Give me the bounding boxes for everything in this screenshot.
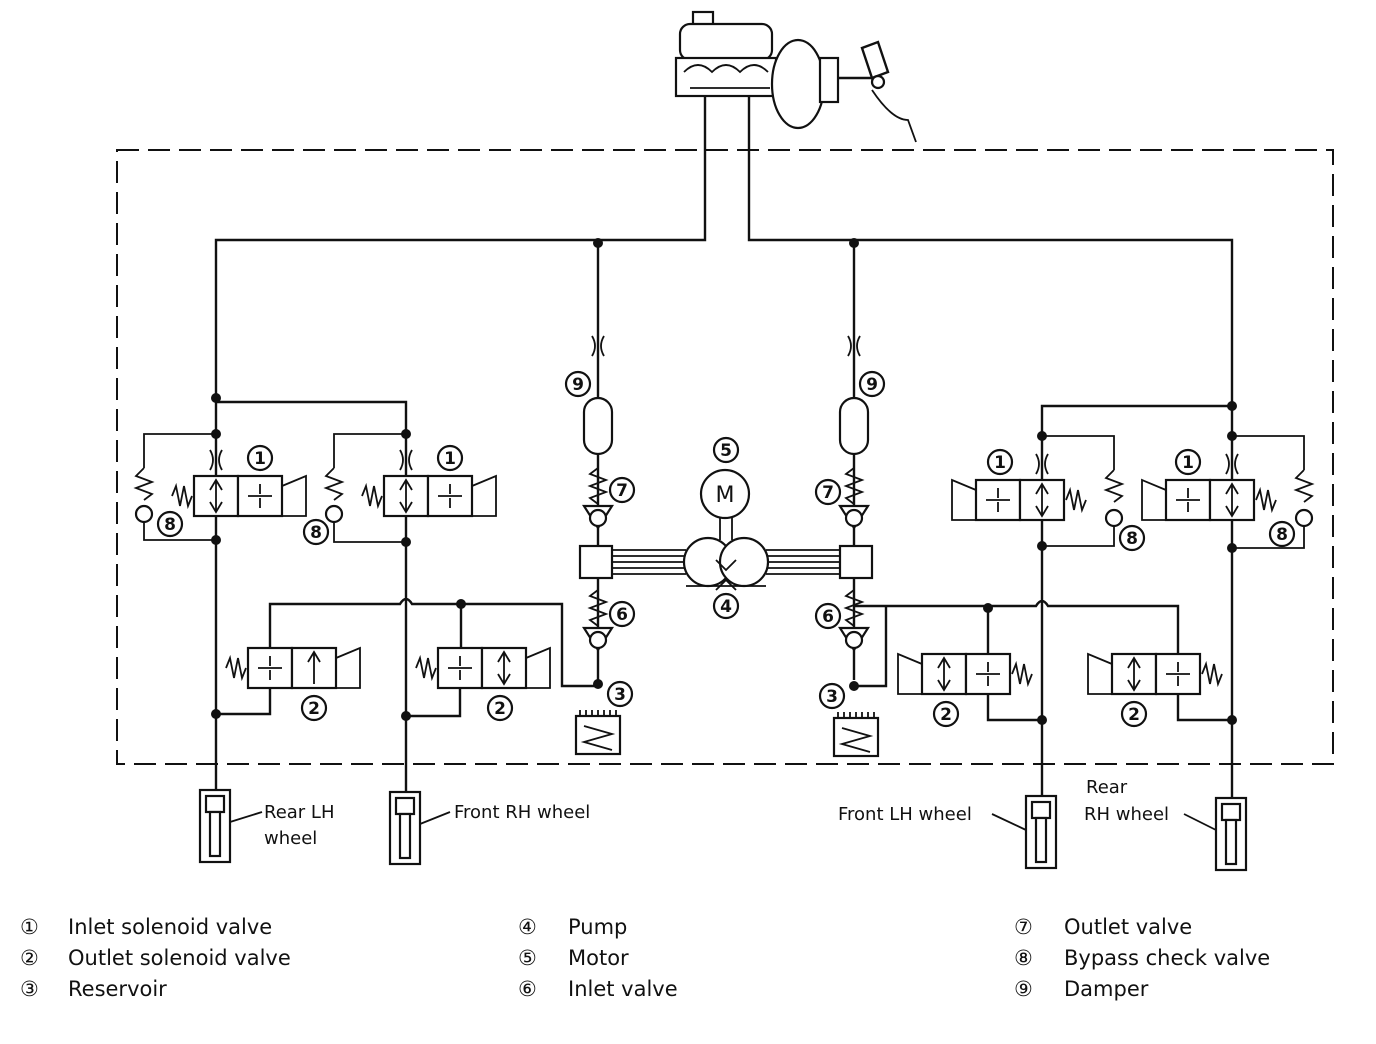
legend-text-1: Inlet solenoid valve — [68, 915, 272, 939]
reservoir-left — [574, 714, 622, 756]
legend-num-6: ⑥ — [518, 977, 537, 1001]
damper-left — [582, 396, 614, 456]
damper-right — [838, 396, 870, 456]
reservoir-right — [832, 716, 880, 758]
legend-text-6: Inlet valve — [568, 977, 678, 1001]
callout-8-d: 8 — [1276, 525, 1288, 545]
legend: ① Inlet solenoid valve ② Outlet solenoid… — [20, 915, 1270, 1001]
hydraulic-unit-boundary — [116, 149, 1334, 765]
legend-text-5: Motor — [568, 946, 629, 970]
callout-1-c: 1 — [994, 453, 1006, 473]
label-rear-rh-line2: RH wheel — [1084, 804, 1169, 825]
legend-num-4: ④ — [518, 915, 537, 939]
callout-6-a: 6 — [616, 605, 628, 625]
label-rear-lh-line1: Rear LH — [264, 802, 335, 823]
label-rear-rh-line1: Rear — [1086, 777, 1128, 798]
callout-3-b: 3 — [826, 687, 838, 707]
supply-lines — [214, 96, 1234, 760]
callout-1-d: 1 — [1182, 453, 1194, 473]
pump-chamber-right — [838, 544, 874, 580]
callout-4: 4 — [720, 597, 732, 617]
callouts: 1 1 1 1 2 2 2 2 3 3 4 5 6 6 7 7 8 8 — [156, 370, 1296, 728]
legend-num-5: ⑤ — [518, 946, 537, 970]
callout-1-a: 1 — [254, 449, 266, 469]
callout-2-b: 2 — [494, 699, 506, 719]
callout-8-b: 8 — [310, 523, 322, 543]
label-rear-lh-line2: wheel — [264, 828, 317, 849]
master-cylinder — [674, 10, 778, 98]
left-circuits — [133, 393, 598, 760]
pump-chamber-left — [578, 544, 614, 580]
callout-1-b: 1 — [444, 449, 456, 469]
callout-8-c: 8 — [1126, 529, 1138, 549]
callout-9-a: 9 — [572, 375, 584, 395]
callout-9-b: 9 — [866, 375, 878, 395]
legend-num-1: ① — [20, 915, 39, 939]
wheel-cylinders — [198, 760, 1248, 872]
callout-2-c: 2 — [940, 705, 952, 725]
callout-2-d: 2 — [1128, 705, 1140, 725]
right-circuits — [854, 401, 1315, 760]
callout-5: 5 — [720, 441, 732, 461]
legend-num-8: ⑧ — [1014, 946, 1033, 970]
callout-3-a: 3 — [614, 685, 626, 705]
center-pump-unit — [574, 335, 880, 758]
legend-text-9: Damper — [1064, 977, 1149, 1001]
legend-num-9: ⑨ — [1014, 977, 1033, 1001]
legend-num-3: ③ — [20, 977, 39, 1001]
label-front-lh: Front LH wheel — [838, 804, 972, 825]
brake-booster — [770, 38, 917, 143]
legend-text-8: Bypass check valve — [1064, 946, 1270, 970]
callout-2-a: 2 — [308, 699, 320, 719]
legend-text-3: Reservoir — [68, 977, 167, 1001]
callout-7-a: 7 — [616, 481, 628, 501]
legend-text-4: Pump — [568, 915, 627, 939]
motor-letter: M — [716, 483, 735, 508]
callout-7-b: 7 — [822, 483, 834, 503]
label-front-rh: Front RH wheel — [454, 802, 590, 823]
legend-text-2: Outlet solenoid valve — [68, 946, 291, 970]
legend-num-7: ⑦ — [1014, 915, 1033, 939]
legend-text-7: Outlet valve — [1064, 915, 1192, 939]
callout-8-a: 8 — [164, 515, 176, 535]
motor-symbol — [699, 468, 751, 520]
callout-6-b: 6 — [822, 607, 834, 627]
legend-num-2: ② — [20, 946, 39, 970]
